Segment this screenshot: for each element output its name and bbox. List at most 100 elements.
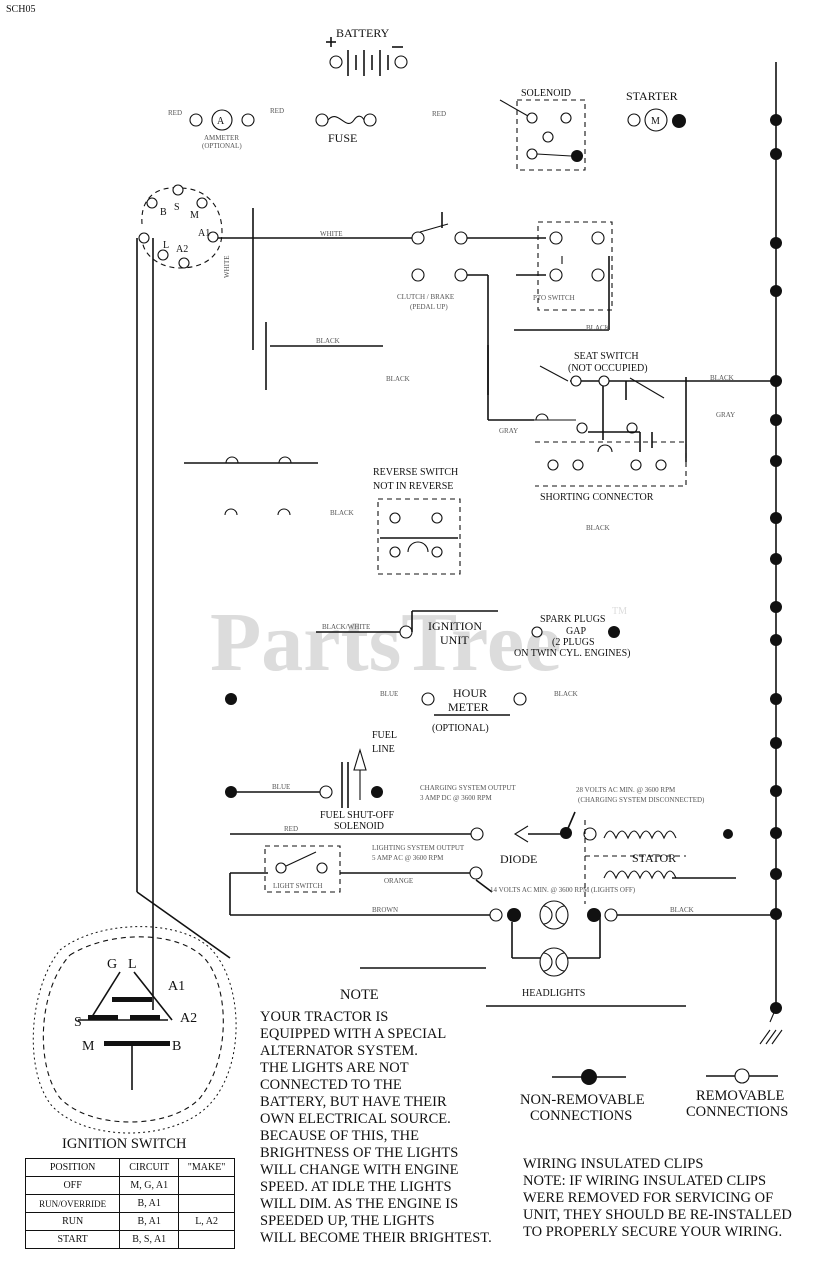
note-line: WILL DIM. AS THE ENGINE IS [260,1196,458,1212]
lbl-white-2: WHITE [223,255,231,278]
lbl-pedal-up: (PEDAL UP) [410,303,448,311]
legend-non-removable-1: NON-REMOVABLE [520,1092,645,1108]
note-line: SPEEDED UP, THE LIGHTS [260,1213,435,1229]
ground-bus [759,62,783,1045]
lbl-black-7: BLACK [554,690,578,698]
lbl-charging-disconnected: (CHARGING SYSTEM DISCONNECTED) [578,796,705,804]
fuse: FUSE [315,113,377,145]
note-line: WILL CHANGE WITH ENGINE [260,1162,459,1178]
lbl-blue-2: BLUE [272,783,290,791]
terminal-b: B [160,207,167,218]
lbl-blue: BLUE [380,690,398,698]
legend: NON-REMOVABLE CONNECTIONS REMOVABLE CONN… [520,1068,788,1124]
face-g: G [107,957,117,972]
lbl-stator: STATOR [632,851,676,865]
alternator-note: NOTE YOUR TRACTOR IS EQUIPPED WITH A SPE… [260,987,492,1246]
table-cell: RUN/OVERRIDE [24,1194,121,1213]
table-header: "MAKE" [178,1158,235,1177]
lbl-fuel: FUEL [372,730,397,741]
lbl-orange: ORANGE [384,877,413,885]
solenoid-label: SOLENOID [521,88,571,99]
face-m: M [82,1039,95,1054]
lbl-black-1: BLACK [586,324,610,332]
lbl-lighting-amps: 5 AMP AC @ 3600 RPM [372,854,444,862]
lbl-light-switch: LIGHT SWITCH [273,882,322,890]
note-line: OWN ELECTRICAL SOURCE. [260,1111,451,1127]
lbl-black-2: BLACK [316,337,340,345]
lbl-black-5: BLACK [586,524,610,532]
lbl-gap: GAP [566,626,586,637]
legend-removable-2: CONNECTIONS [686,1104,788,1120]
note-line: ALTERNATOR SYSTEM. [260,1043,418,1059]
face-a2: A2 [180,1011,197,1026]
clips-line: WERE REMOVED FOR SERVICING OF [523,1190,773,1206]
table-row: START B, S, A1 [24,1230,235,1249]
lbl-ignition: IGNITION [428,619,482,633]
terminal-a2: A2 [176,244,188,255]
table-cell: OFF [24,1176,121,1195]
lbl-black-4: BLACK [710,374,734,382]
face-b: B [172,1039,181,1054]
lbl-meter: METER [448,700,489,714]
ignition-switch-table: POSITION CIRCUIT "MAKE" OFF M, G, A1 RUN… [24,1158,235,1249]
table-cell: START [24,1230,121,1249]
terminal-a1: A1 [198,228,210,239]
lbl-brown: BROWN [372,906,398,914]
lbl-charging-output: CHARGING SYSTEM OUTPUT [420,784,516,792]
note-line: BECAUSE OF THIS, THE [260,1128,419,1144]
lbl-pto-switch: PTO SWITCH [533,294,575,302]
lbl-clutch-brake: CLUTCH / BRAKE [397,293,454,301]
watermark: PartsTree [210,596,561,689]
solenoid: SOLENOID [499,88,586,171]
table-cell: B, S, A1 [119,1230,180,1249]
lbl-diode: DIODE [500,852,537,866]
table-row: RUN/OVERRIDE B, A1 [24,1194,235,1213]
legend-removable-1: REMOVABLE [696,1088,784,1104]
wire-labels: RED RED RED WHITE WHITE CLUTCH / BRAKE (… [168,107,735,999]
lbl-volts28: 28 VOLTS AC MIN. @ 3600 RPM [576,786,676,794]
ignition-switch-face: G L A1 A2 S M B [32,926,237,1134]
lbl-spark-plugs: SPARK PLUGS [540,614,606,625]
removable-marker [734,1068,750,1084]
lbl-seat-switch: SEAT SWITCH [574,351,639,362]
table-row: RUN B, A1 L, A2 [24,1212,235,1231]
table-cell: M, G, A1 [119,1176,180,1195]
lbl-not-occupied: (NOT OCCUPIED) [568,363,648,374]
note-line: EQUIPPED WITH A SPECIAL [260,1026,446,1042]
clips-line: UNIT, THEY SHOULD BE RE-INSTALLED [523,1207,792,1223]
lbl-hour: HOUR [453,686,487,700]
lbl-unit: UNIT [440,633,469,647]
table-cell [178,1194,235,1213]
clips-line: WIRING INSULATED CLIPS [523,1156,703,1172]
face-l: L [128,957,137,972]
lbl-white-1: WHITE [320,230,343,238]
ammeter-label: AMMETER [204,134,239,142]
table-row: OFF M, G, A1 [24,1176,235,1195]
lbl-red-4: RED [284,825,298,833]
table-cell [178,1176,235,1195]
diagram-code: SCH05 [6,4,35,15]
table-header: CIRCUIT [119,1158,180,1177]
starter: STARTER M [626,89,686,132]
ammeter-optional: (OPTIONAL) [202,142,242,150]
lbl-black-white: BLACK/WHITE [322,623,370,631]
non-removable-marker [581,1069,597,1085]
terminal-l: L [163,240,169,251]
lbl-gray-2: GRAY [499,427,518,435]
starter-letter: M [651,116,660,127]
watermark-tm: TM [612,606,627,617]
lbl-black-3: BLACK [386,375,410,383]
note-line: WILL BECOME THEIR BRIGHTEST. [260,1230,492,1246]
legend-non-removable-2: CONNECTIONS [530,1108,632,1124]
lbl-red-2: RED [270,107,284,115]
lbl-shorting-connector: SHORTING CONNECTOR [540,492,654,503]
lbl-black-6: BLACK [330,509,354,517]
table-cell: L, A2 [178,1212,235,1231]
clips-note: WIRING INSULATED CLIPS NOTE: IF WIRING I… [523,1156,792,1240]
lbl-hour-optional: (OPTIONAL) [432,723,489,734]
lbl-reverse-switch: REVERSE SWITCH [373,467,458,478]
lbl-volts14: 14 VOLTS AC MIN. @ 3600 RPM (LIGHTS OFF) [490,886,636,894]
ignition-switch-terminals: B S M A1 A2 L [138,184,223,269]
lbl-fuel-shutoff: FUEL SHUT-OFF [320,810,394,821]
